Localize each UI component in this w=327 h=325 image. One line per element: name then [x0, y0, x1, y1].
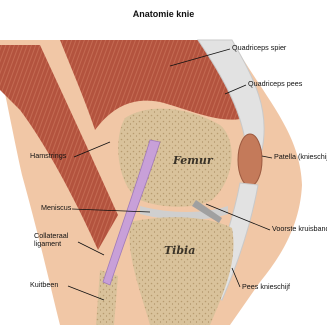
label-quadriceps-pees: Quadriceps pees	[248, 80, 302, 88]
label-femur: Femur	[173, 154, 213, 167]
label-patella: Patella (knieschijf)	[274, 153, 327, 161]
label-voorste-kruisband: Voorste kruisband	[272, 225, 327, 233]
label-kuitbeen: Kuitbeen	[30, 281, 58, 289]
label-tibia: Tibia	[164, 244, 195, 257]
patella-bone	[238, 134, 262, 186]
label-hamstrings: Hamstrings	[30, 152, 66, 160]
label-meniscus: Meniscus	[41, 204, 71, 212]
label-collateraal-line2: ligament	[34, 239, 61, 248]
label-collateraal-ligament: Collateraal ligament	[34, 232, 68, 249]
label-quadriceps-spier: Quadriceps spier	[232, 44, 286, 52]
label-pees-knieschijf: Pees knieschijf	[242, 283, 290, 291]
